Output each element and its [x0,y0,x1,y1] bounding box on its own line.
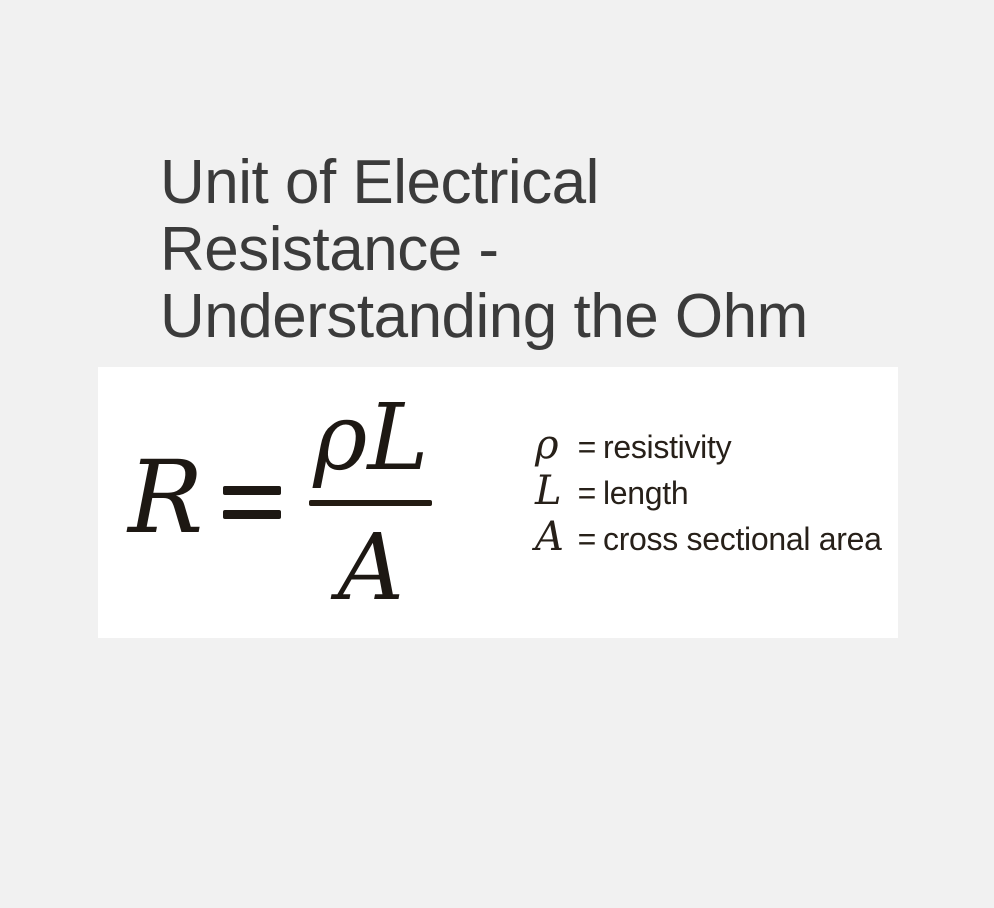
formula-image-card: R ρL A ρ = resistivity L = length [98,367,898,638]
legend-definition-cross-sectional-area: cross sectional area [603,521,882,557]
legend-equals: = [577,475,597,511]
legend-row-length: L = length [535,471,882,517]
equation-equals-sign [223,486,282,519]
equation-lhs-R: R [128,438,204,556]
fraction-bar [309,499,433,506]
legend-symbol-L: L [535,468,562,514]
page-title-line-1: Unit of Electrical [160,148,599,217]
legend-definition-length: length [603,475,689,511]
legend-row-cross-sectional-area: A = cross sectional area [535,517,882,563]
legend-equals: = [577,521,597,557]
legend-symbol-rho: ρ [535,422,559,468]
resistance-equation: R ρL A [128,367,433,638]
page-title-line-3: Understanding the Ohm [160,282,808,351]
equals-top-bar [223,486,282,495]
legend-equals: = [577,429,597,465]
legend-symbol-A: A [535,514,564,560]
page-title-line-2: Resistance - [160,215,499,284]
equation-fraction: ρL A [309,383,433,621]
page-title: Unit of Electrical Resistance - Understa… [160,149,808,350]
fraction-numerator-rhoL: ρL [313,383,429,491]
equals-bottom-bar [223,510,282,519]
legend-row-resistivity: ρ = resistivity [535,425,882,471]
fraction-denominator-A: A [337,513,405,621]
legend-definition-resistivity: resistivity [603,429,732,465]
symbol-legend: ρ = resistivity L = length A = cross sec… [535,425,882,563]
